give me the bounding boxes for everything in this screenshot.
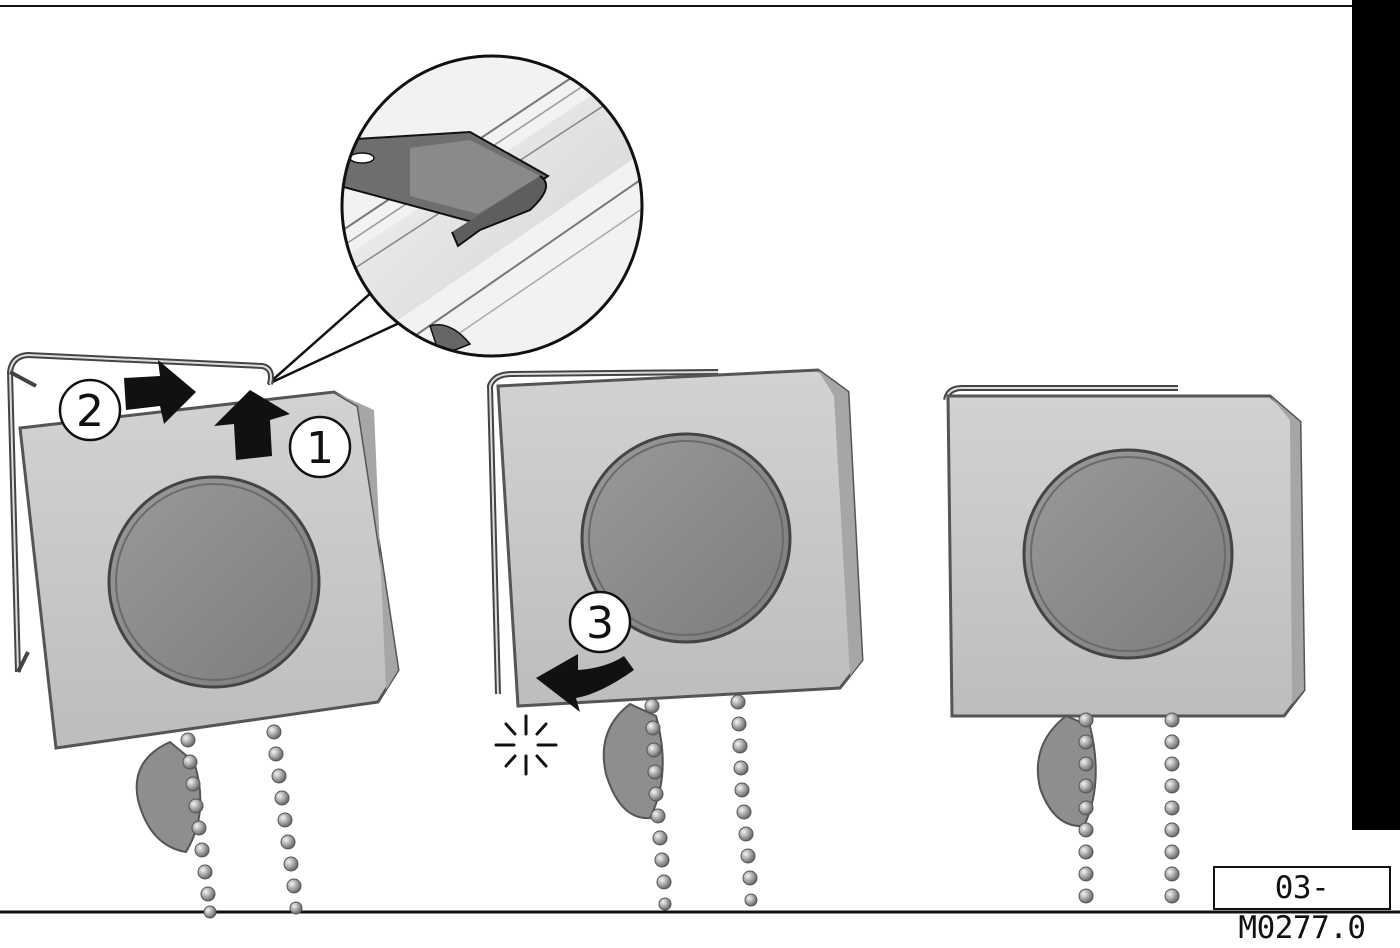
cassette-step-1: 2 1 [6,351,400,919]
cassette-knob [1022,448,1234,660]
cassette-knob [580,432,792,644]
step-2-badge [58,378,122,442]
step-3-label: 3 [586,598,614,649]
cassette-mounted [943,385,1306,904]
step-1-label: 1 [306,423,334,474]
arrow-right-icon [124,360,196,424]
bead-chain-icon [180,724,303,919]
zoom-detail [267,54,644,386]
step-3-badge [568,590,632,654]
cassette-step-3: 3 [486,368,864,911]
bead-chain-icon [644,694,758,911]
zoom-circle [340,54,644,358]
curved-arrow-left-icon [536,654,634,712]
right-margin-bar [1352,0,1400,830]
bead-chain-icon [1078,712,1180,904]
installation-diagram: 2 1 3 [0,0,1400,919]
cassette-knob [107,475,321,689]
figure-id-label: 03-M0277.0 [1213,866,1391,946]
step-2-label: 2 [76,386,104,437]
click-sparkle-icon [494,714,558,776]
chain-guide [135,740,202,854]
step-1-badge [288,415,352,479]
arrow-up-icon [214,390,290,460]
